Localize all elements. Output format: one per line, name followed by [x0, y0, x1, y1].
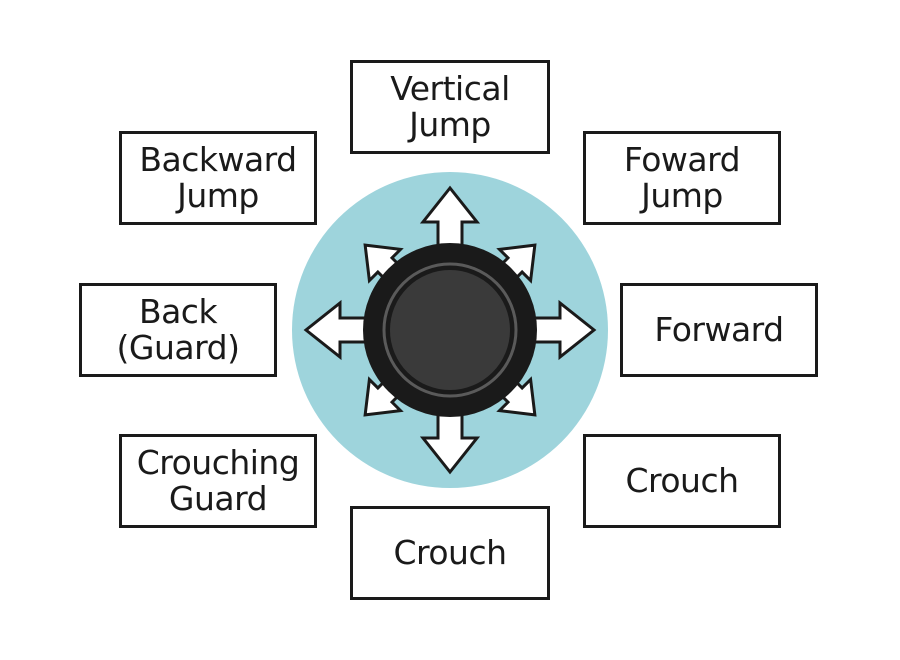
label-crouch-down: Crouch	[350, 506, 550, 600]
label-back-guard: Back (Guard)	[79, 283, 277, 377]
label-crouching-guard: Crouching Guard	[119, 434, 317, 528]
joystick-cap	[390, 270, 510, 390]
label-forward: Forward	[620, 283, 818, 377]
label-backward-jump: Backward Jump	[119, 131, 317, 225]
label-vertical-jump: Vertical Jump	[350, 60, 550, 154]
joystick-icon	[363, 243, 537, 417]
label-forward-jump: Foward Jump	[583, 131, 781, 225]
joystick-cap-ring	[382, 262, 518, 398]
label-crouch-diagonal: Crouch	[583, 434, 781, 528]
